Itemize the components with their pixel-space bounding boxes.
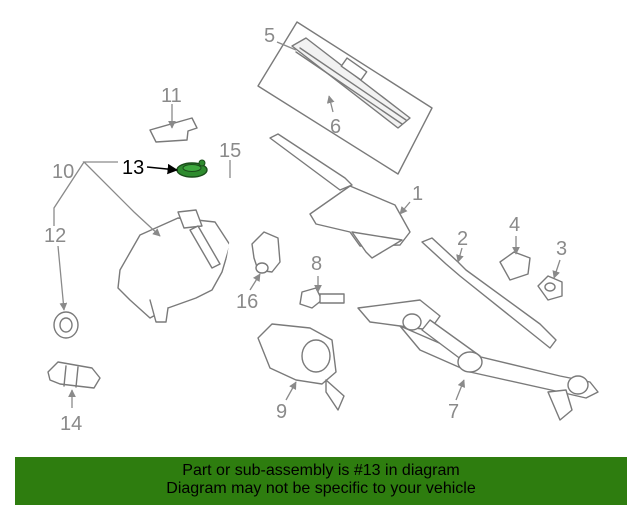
callout-12: 12 [44,225,66,247]
bolt-part [299,287,345,309]
callout-7: 7 [448,401,459,423]
callout-10: 10 [52,161,74,183]
info-banner: Part or sub-assembly is #13 in diagram D… [15,457,627,505]
highlighted-cap-part [176,159,208,178]
wiper-linkage-part [357,299,599,421]
washer-reservoir-part [68,178,242,331]
parts-diagram: 5 6 1 11 13 15 10 12 14 16 8 2 4 3 9 7 [44,21,599,435]
callout-11: 11 [161,85,182,107]
callout-1: 1 [412,183,423,205]
banner-line-disclaimer: Diagram may not be specific to your vehi… [166,480,476,497]
wiper-blade-part [257,21,433,175]
callout-6: 6 [330,116,341,138]
pump-part [251,231,281,274]
callout-14: 14 [60,413,82,435]
clip-part [149,117,198,143]
nut-part [537,275,563,301]
callout-16: 16 [236,291,258,313]
grommet-part [53,311,79,339]
wiper-motor-part [257,323,345,411]
callout-5: 5 [264,25,275,47]
callout-2: 2 [457,228,468,250]
callout-15: 15 [219,140,241,162]
callout-3: 3 [556,238,567,260]
pivot-cap-part [499,251,531,281]
nozzle-part [47,361,101,389]
callout-8: 8 [311,253,322,275]
callout-13: 13 [122,157,144,179]
wiper-arm-part [269,133,411,259]
second-wiper-arm-part [421,237,557,349]
banner-line-part-number: Part or sub-assembly is #13 in diagram [182,462,460,479]
callout-9: 9 [276,401,287,423]
callout-4: 4 [509,214,520,236]
